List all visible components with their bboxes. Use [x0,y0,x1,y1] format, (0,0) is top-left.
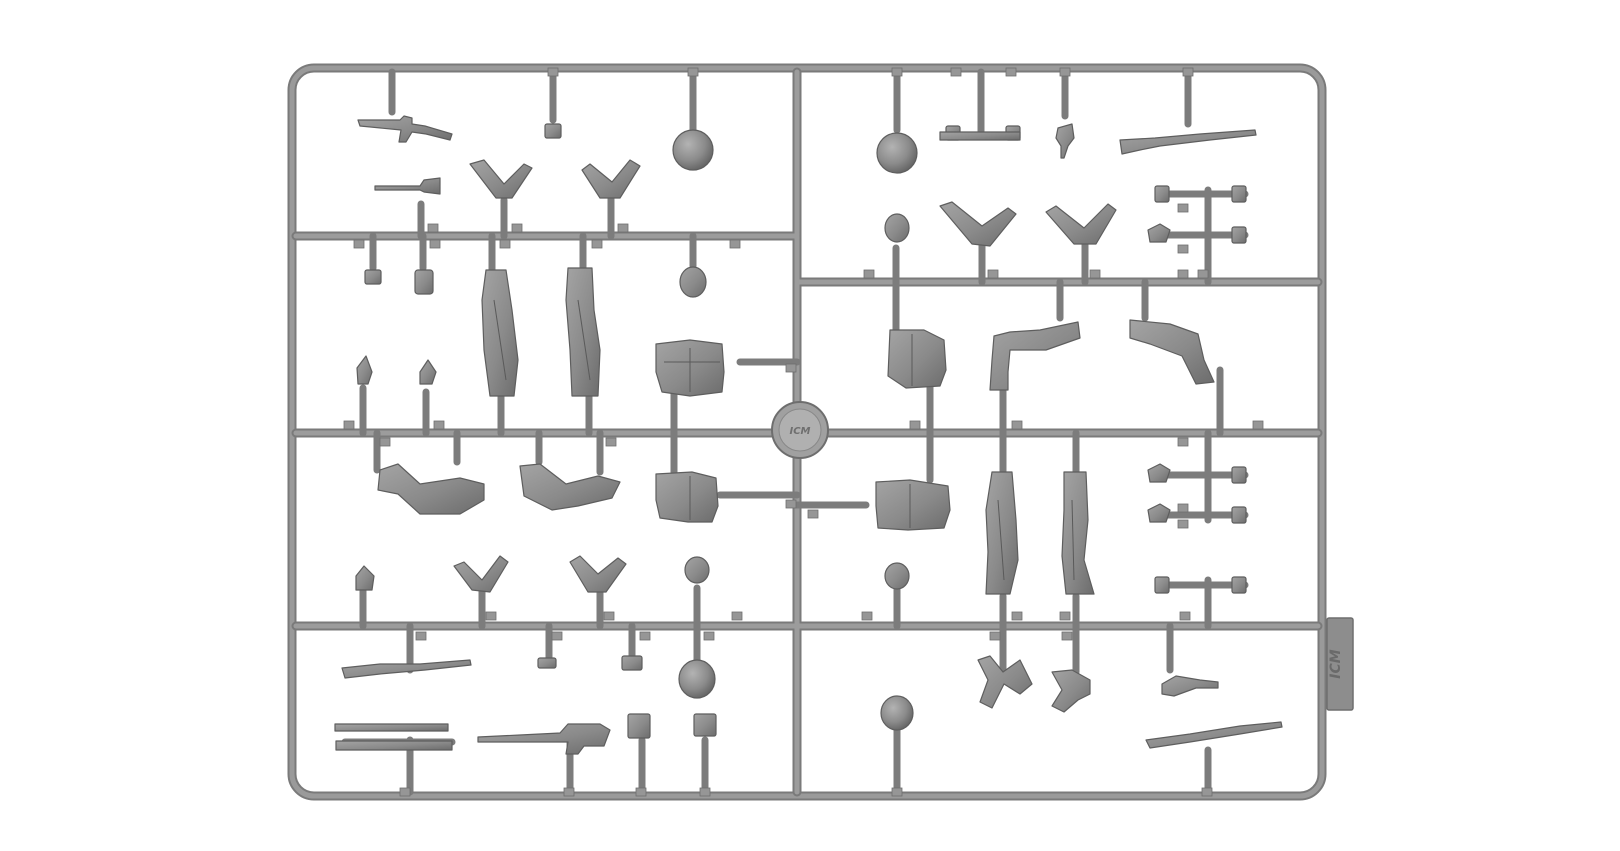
cap-part [355,565,375,591]
shovel-part [1161,675,1219,697]
leg-part [1129,319,1215,385]
arms-part [453,555,509,593]
helmet-part [876,132,918,174]
head-part [679,266,707,298]
part-details [493,299,1075,581]
canteen-part [1147,223,1171,243]
pouch-part [1231,576,1247,594]
pouch-part [414,269,434,295]
smg-part [357,115,453,143]
hub-logo: ICM [789,426,810,437]
rifle-part [1145,721,1283,749]
grenade-part [537,657,557,669]
pouch-part [1231,466,1247,484]
leg-part [989,321,1081,391]
part-number-tags [343,67,1264,797]
brand-tab: ICM [1326,617,1354,711]
grip-part [627,713,651,739]
head-part [884,213,910,243]
torso-part [655,471,719,523]
pouch-part [1231,506,1247,524]
bipod-part [939,131,1021,141]
canteen-part [1147,463,1171,483]
leg-part [519,463,621,511]
pouch-part [1231,185,1247,203]
machine-gun-part [477,723,611,755]
leg-part [1061,471,1095,595]
arms-part [977,655,1033,709]
arms-part [581,159,641,199]
helmet-part [672,129,714,171]
cap-part [356,355,373,385]
helmet-part [678,659,716,699]
helmet-part [880,695,914,731]
torso-part [875,479,951,531]
brand-logo: ICM [1328,649,1344,678]
head-part [684,556,710,584]
pouch-part [364,269,382,285]
torso-part [887,329,947,389]
rifle-part [1119,129,1257,155]
arms-part [939,201,1017,247]
ammo-belt-part [334,723,449,732]
leg-part [377,463,485,515]
pouch-part [1231,226,1247,244]
pouch-part [1154,185,1170,203]
arms-part [469,159,533,199]
arms-part [569,555,627,593]
leg-part [985,471,1019,595]
kit-parts [334,115,1283,755]
arms-part [1045,203,1117,245]
cap-part [419,359,437,385]
hub-disc: ICM [771,401,829,459]
head-part [884,562,910,590]
canteen-part [1147,503,1171,523]
grip-part [693,713,717,737]
pouch-part [544,123,562,139]
shovel-part [374,177,441,195]
pouch-part [1154,576,1170,594]
rifle-part [341,659,472,679]
ammo-box-part [335,740,453,751]
grenade-part [621,655,643,671]
leg-part [481,269,519,397]
entrenching-tool-part [1055,123,1075,159]
arms-part [1051,669,1091,713]
